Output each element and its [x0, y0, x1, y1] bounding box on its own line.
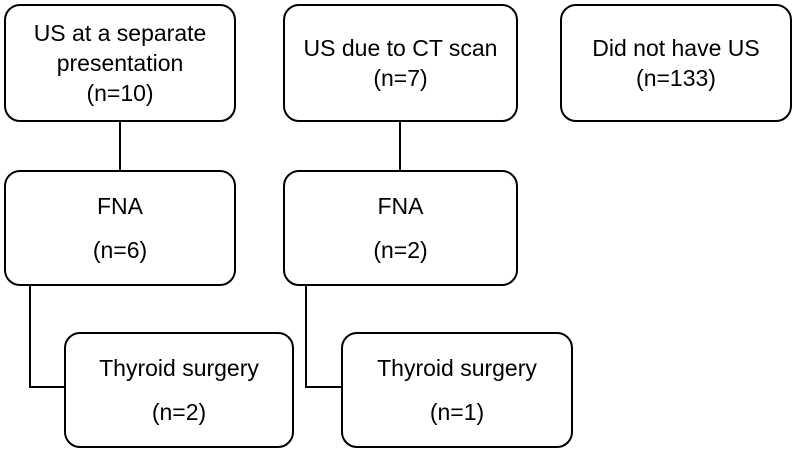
node-us-separate-presentation-line2: presentation [56, 50, 184, 76]
node-us-separate-presentation-count: (n=10) [86, 80, 154, 106]
node-fna-left-count: (n=6) [92, 237, 148, 263]
node-fna-right: FNA (n=2) [283, 170, 518, 286]
node-no-us: Did not have US (n=133) [560, 4, 792, 122]
connector-fna-right-horizontal [305, 386, 343, 388]
node-fna-left: FNA (n=6) [4, 170, 236, 286]
connector-fna-right-vertical [305, 284, 307, 388]
connector-fna-left-vertical [29, 284, 31, 388]
node-us-ct-scan-count: (n=7) [373, 65, 428, 91]
node-surgery-left: Thyroid surgery (n=2) [64, 332, 294, 448]
node-surgery-right-count: (n=1) [429, 399, 485, 425]
node-us-ct-scan: US due to CT scan (n=7) [283, 4, 518, 122]
node-surgery-left-count: (n=2) [151, 399, 207, 425]
node-us-ct-scan-title: US due to CT scan [303, 35, 498, 61]
connector-separate-to-fna [119, 120, 121, 172]
node-fna-right-title: FNA [377, 193, 424, 219]
connector-fna-left-horizontal [29, 386, 66, 388]
node-surgery-left-title: Thyroid surgery [99, 355, 259, 381]
node-surgery-right-title: Thyroid surgery [377, 355, 537, 381]
node-us-separate-presentation: US at a separate presentation (n=10) [4, 4, 236, 122]
node-no-us-title: Did not have US [592, 35, 760, 61]
connector-ct-to-fna [399, 120, 401, 172]
node-fna-right-count: (n=2) [373, 237, 428, 263]
node-us-separate-presentation-line1: US at a separate [33, 20, 207, 46]
node-surgery-right: Thyroid surgery (n=1) [341, 332, 573, 448]
node-fna-left-title: FNA [97, 193, 143, 219]
node-no-us-count: (n=133) [636, 65, 716, 91]
